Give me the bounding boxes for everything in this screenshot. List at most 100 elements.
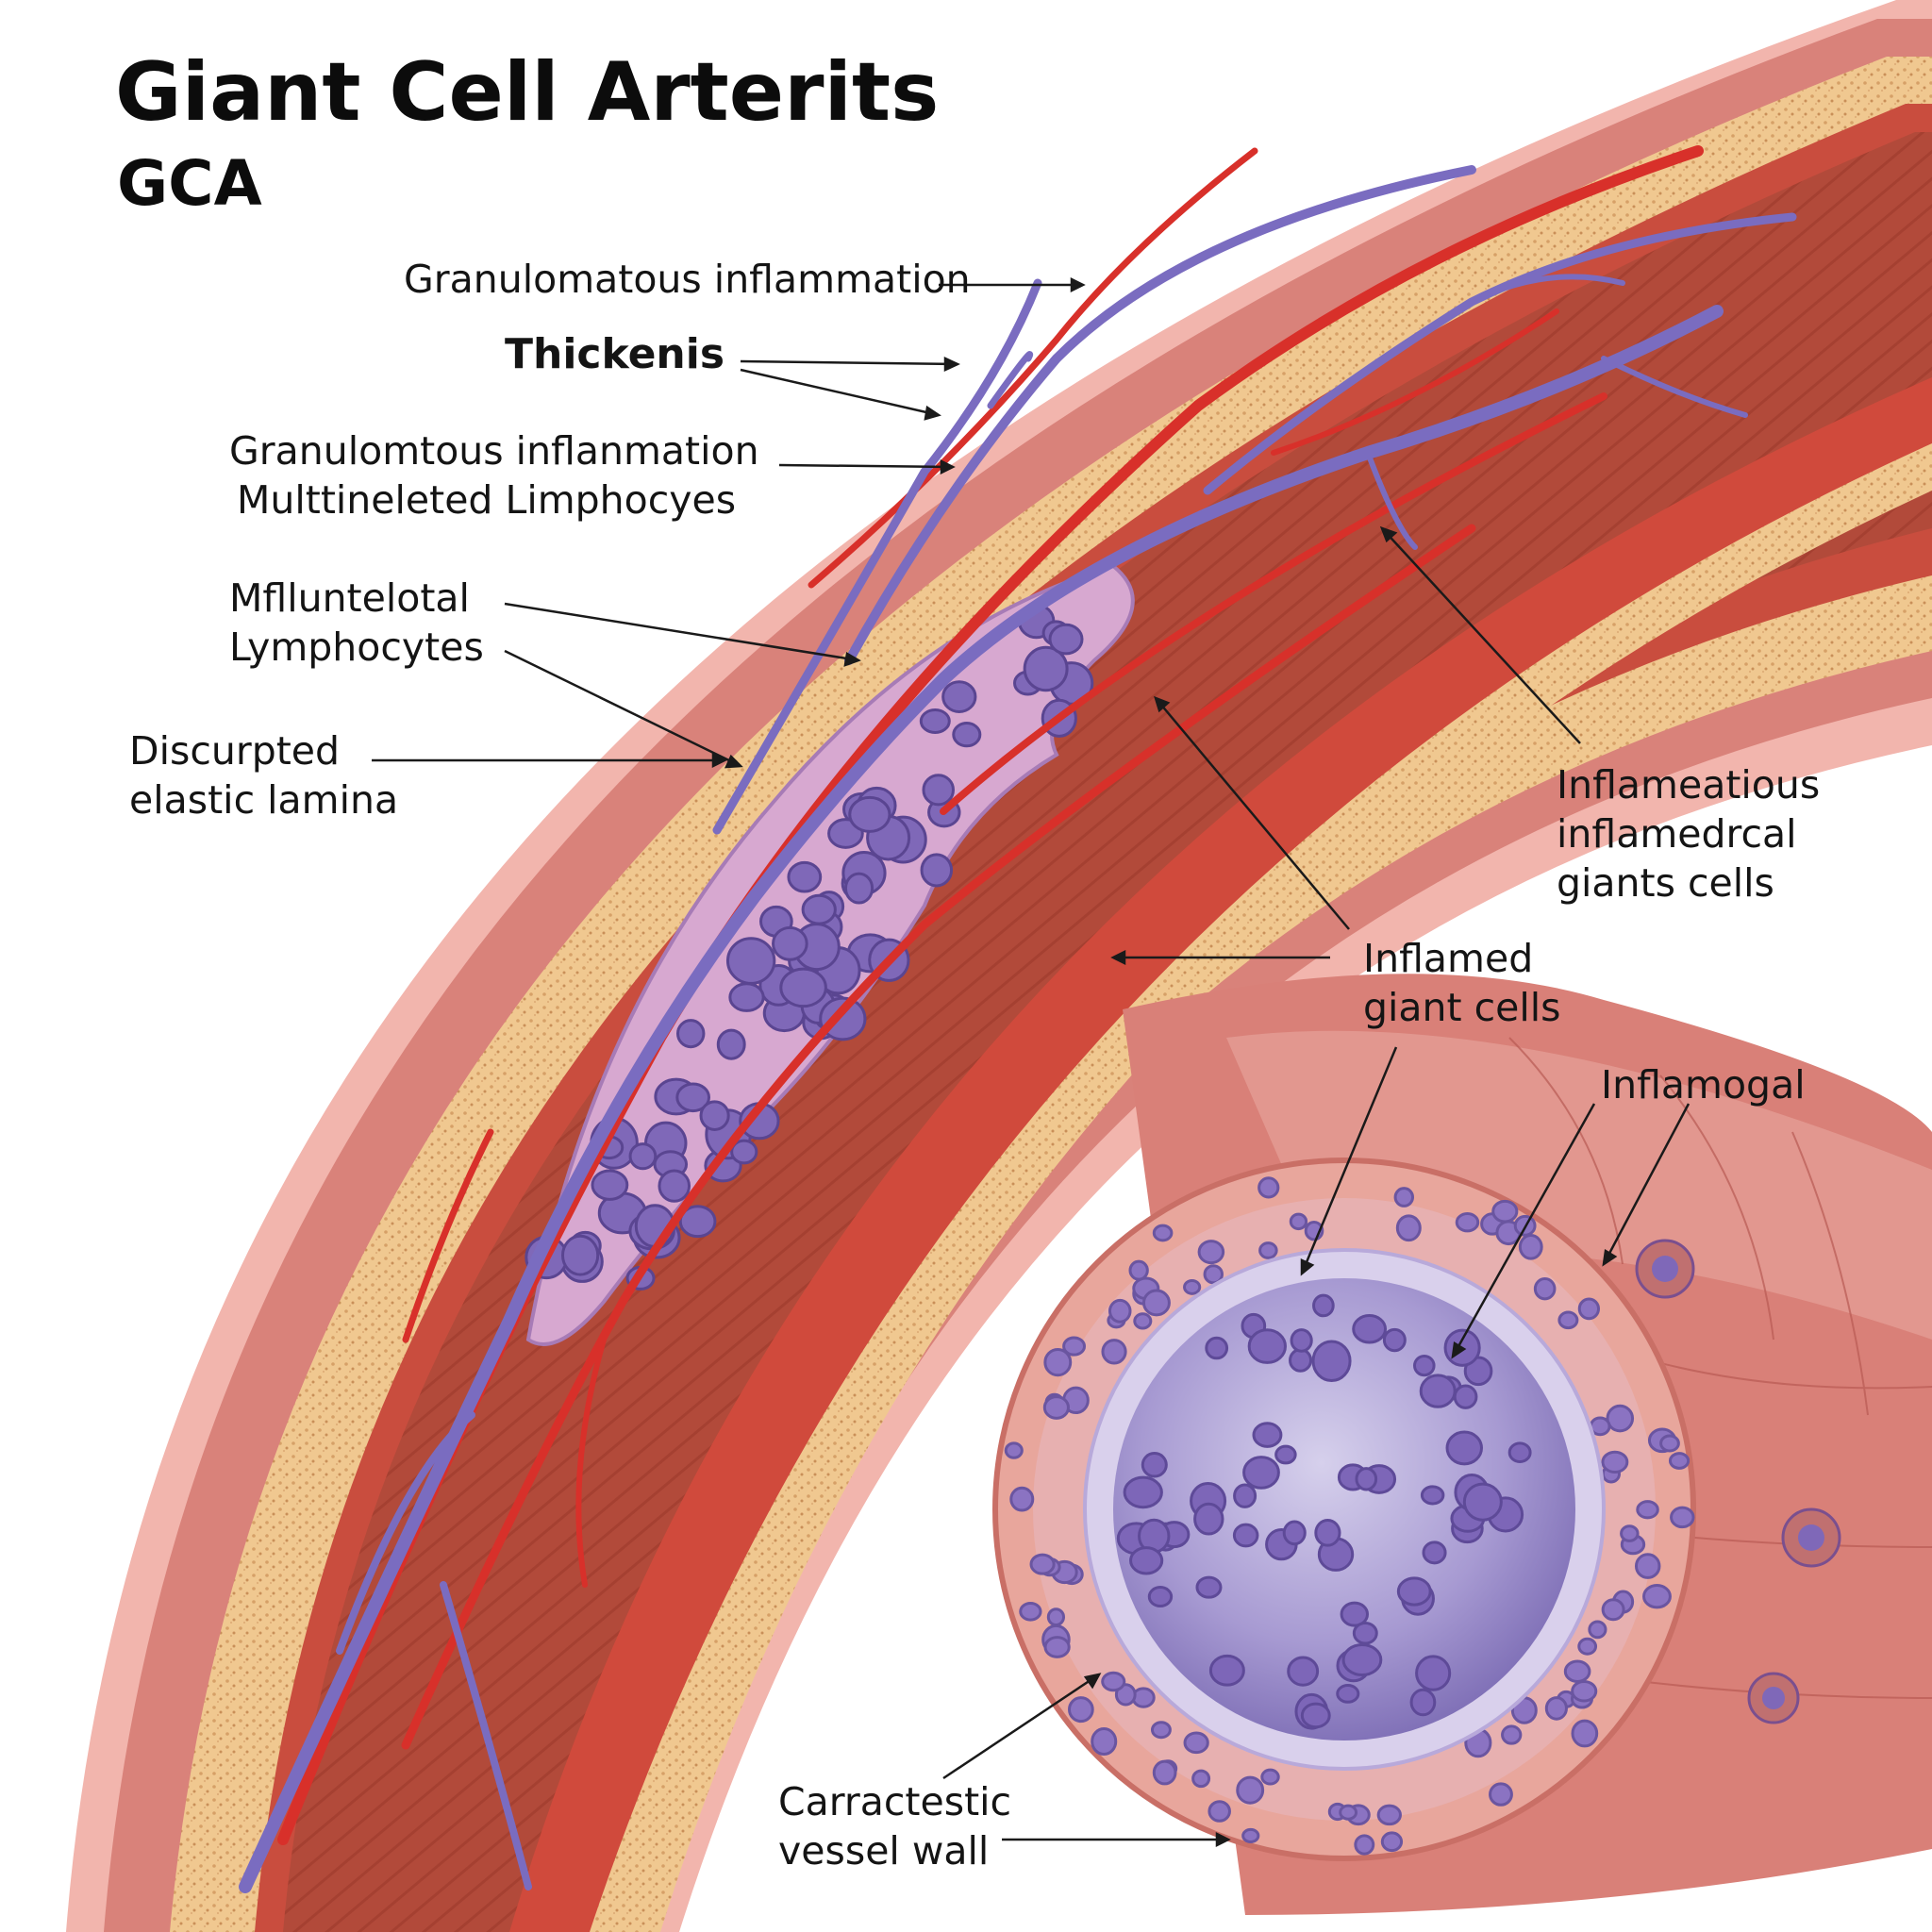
arrowhead bbox=[843, 652, 861, 667]
cell-nucleus bbox=[1046, 1607, 1066, 1627]
cell-nucleus bbox=[1147, 1586, 1174, 1608]
cell-nucleus bbox=[1659, 1434, 1680, 1453]
cell-nucleus bbox=[1068, 1696, 1094, 1724]
cell-nucleus bbox=[1183, 1278, 1202, 1295]
cell-nucleus bbox=[1413, 1355, 1436, 1377]
leader-mflluntelotal-2 bbox=[504, 649, 741, 768]
cell-nucleus bbox=[1191, 1769, 1211, 1789]
cell-nucleus bbox=[1043, 1347, 1073, 1377]
cell-nucleus bbox=[1420, 1485, 1445, 1506]
cell-nucleus bbox=[819, 996, 867, 1041]
label-line: Multtineleted Limphocyes bbox=[237, 477, 737, 523]
cell-nucleus bbox=[591, 1169, 629, 1201]
label-granulomtous-inflanmation: Granulomtous inflanmation Multtineleted … bbox=[229, 426, 759, 525]
cell-nucleus bbox=[1544, 1696, 1568, 1721]
purple-vessel bbox=[987, 351, 1034, 409]
cell-nucleus bbox=[1241, 1827, 1260, 1843]
cell-nucleus bbox=[801, 893, 837, 925]
red-vessel bbox=[575, 1337, 607, 1588]
cell-nucleus bbox=[843, 872, 874, 905]
cell-nucleus bbox=[1101, 1671, 1126, 1692]
red-vessel bbox=[940, 392, 1607, 815]
cell-nucleus bbox=[1354, 1834, 1375, 1856]
tube-cell-outlines bbox=[1508, 1037, 1932, 1699]
label-line: Inflameatious bbox=[1557, 762, 1821, 808]
label-mflluntelotal-lymphocytes: Mflluntelotal Lymphocytes bbox=[229, 574, 484, 672]
cell-nucleus bbox=[1422, 1541, 1447, 1565]
surface-cell-nucleus bbox=[1652, 1256, 1678, 1282]
cell-nucleus bbox=[1023, 645, 1069, 692]
arrowhead bbox=[1451, 1341, 1467, 1359]
tube-surface-cells bbox=[1635, 1239, 1841, 1724]
label-inflamed-giant-cells: Inflamed giant cells bbox=[1363, 934, 1561, 1032]
cell-nucleus bbox=[1419, 1374, 1457, 1408]
lumen-cells bbox=[1116, 1293, 1532, 1730]
red-vessel bbox=[808, 147, 1258, 589]
red-vessel bbox=[1271, 308, 1559, 456]
cell-nucleus bbox=[1462, 1482, 1503, 1522]
cell-nucleus bbox=[725, 937, 776, 985]
cell-nucleus bbox=[1091, 1727, 1118, 1757]
cell-nucleus bbox=[1193, 1502, 1224, 1536]
diagram-title: Giant Cell Arterits bbox=[115, 45, 940, 140]
cell-nucleus bbox=[1108, 1298, 1132, 1324]
cell-nucleus bbox=[1101, 1339, 1127, 1365]
red-vessel bbox=[402, 1128, 494, 1343]
cell-nucleus bbox=[1336, 1684, 1360, 1704]
arrowhead bbox=[1602, 1248, 1618, 1267]
cell-nucleus bbox=[675, 1019, 706, 1049]
surface-cell-nucleus bbox=[1762, 1687, 1785, 1709]
cell-nucleus bbox=[1128, 1259, 1149, 1281]
cell-nucleus bbox=[1396, 1576, 1432, 1607]
cell-nucleus bbox=[1634, 1553, 1661, 1579]
cell-nucleus bbox=[1123, 1475, 1163, 1509]
cell-nucleus bbox=[1009, 1486, 1035, 1512]
cell-nucleus bbox=[1380, 1831, 1404, 1853]
surface-cell-nucleus bbox=[1798, 1524, 1824, 1551]
cell-nucleus bbox=[1395, 1214, 1422, 1242]
cell-nucleus bbox=[1274, 1444, 1297, 1465]
cell-nucleus bbox=[787, 860, 823, 893]
arrowhead bbox=[1379, 525, 1398, 543]
cell-nucleus bbox=[1311, 1340, 1352, 1383]
cell-nucleus bbox=[1571, 1719, 1599, 1748]
label-line: inflamedrcal bbox=[1557, 811, 1797, 857]
cell-nucleus bbox=[658, 1169, 691, 1203]
label-inflamogal: Inflamogal bbox=[1601, 1062, 1806, 1108]
tube-body-highlight bbox=[1226, 1030, 1932, 1340]
cell-nucleus bbox=[922, 774, 955, 807]
cell-nucleus bbox=[730, 1139, 758, 1165]
cell-nucleus bbox=[1355, 1467, 1378, 1491]
cell-nucleus bbox=[1232, 1523, 1259, 1548]
cell-nucleus bbox=[1062, 1336, 1087, 1357]
cell-nucleus bbox=[1501, 1724, 1523, 1745]
cell-nucleus bbox=[1282, 1520, 1307, 1546]
cell-nucleus bbox=[1043, 1636, 1071, 1658]
cell-nucleus bbox=[1393, 1187, 1415, 1208]
cell-nucleus bbox=[1382, 1327, 1407, 1353]
cell-nucleus bbox=[1208, 1800, 1231, 1823]
arrowhead bbox=[1070, 276, 1086, 293]
label-line: Granulomtous inflanmation bbox=[229, 428, 759, 474]
label-discurpted-elastic-lamina: Discurpted elastic lamina bbox=[129, 726, 398, 824]
cell-nucleus bbox=[1563, 1659, 1591, 1683]
cell-nucleus bbox=[716, 1028, 746, 1060]
cell-nucleus bbox=[1557, 1310, 1579, 1330]
cell-nucleus bbox=[1290, 1328, 1313, 1353]
label-inflameatious-giants-cells: Inflameatious inflamedrcal giants cells bbox=[1557, 760, 1820, 908]
cell-nucleus bbox=[1208, 1654, 1245, 1687]
arrowhead bbox=[1300, 1258, 1315, 1276]
cell-nucleus bbox=[1670, 1506, 1695, 1529]
red-vessel bbox=[401, 524, 1476, 1750]
purple-vessel bbox=[712, 278, 1042, 835]
cell-nucleus bbox=[1258, 1241, 1278, 1259]
cell-nucleus bbox=[1507, 1441, 1532, 1464]
cell-nucleus bbox=[772, 925, 808, 961]
cell-nucleus bbox=[1376, 1804, 1402, 1826]
cell-nucleus bbox=[1588, 1620, 1607, 1640]
label-line: Lymphocytes bbox=[229, 625, 484, 670]
cell-nucleus bbox=[1029, 1553, 1056, 1575]
leader-inflamed-1 bbox=[1155, 697, 1350, 930]
cell-nucleus bbox=[1668, 1452, 1690, 1470]
